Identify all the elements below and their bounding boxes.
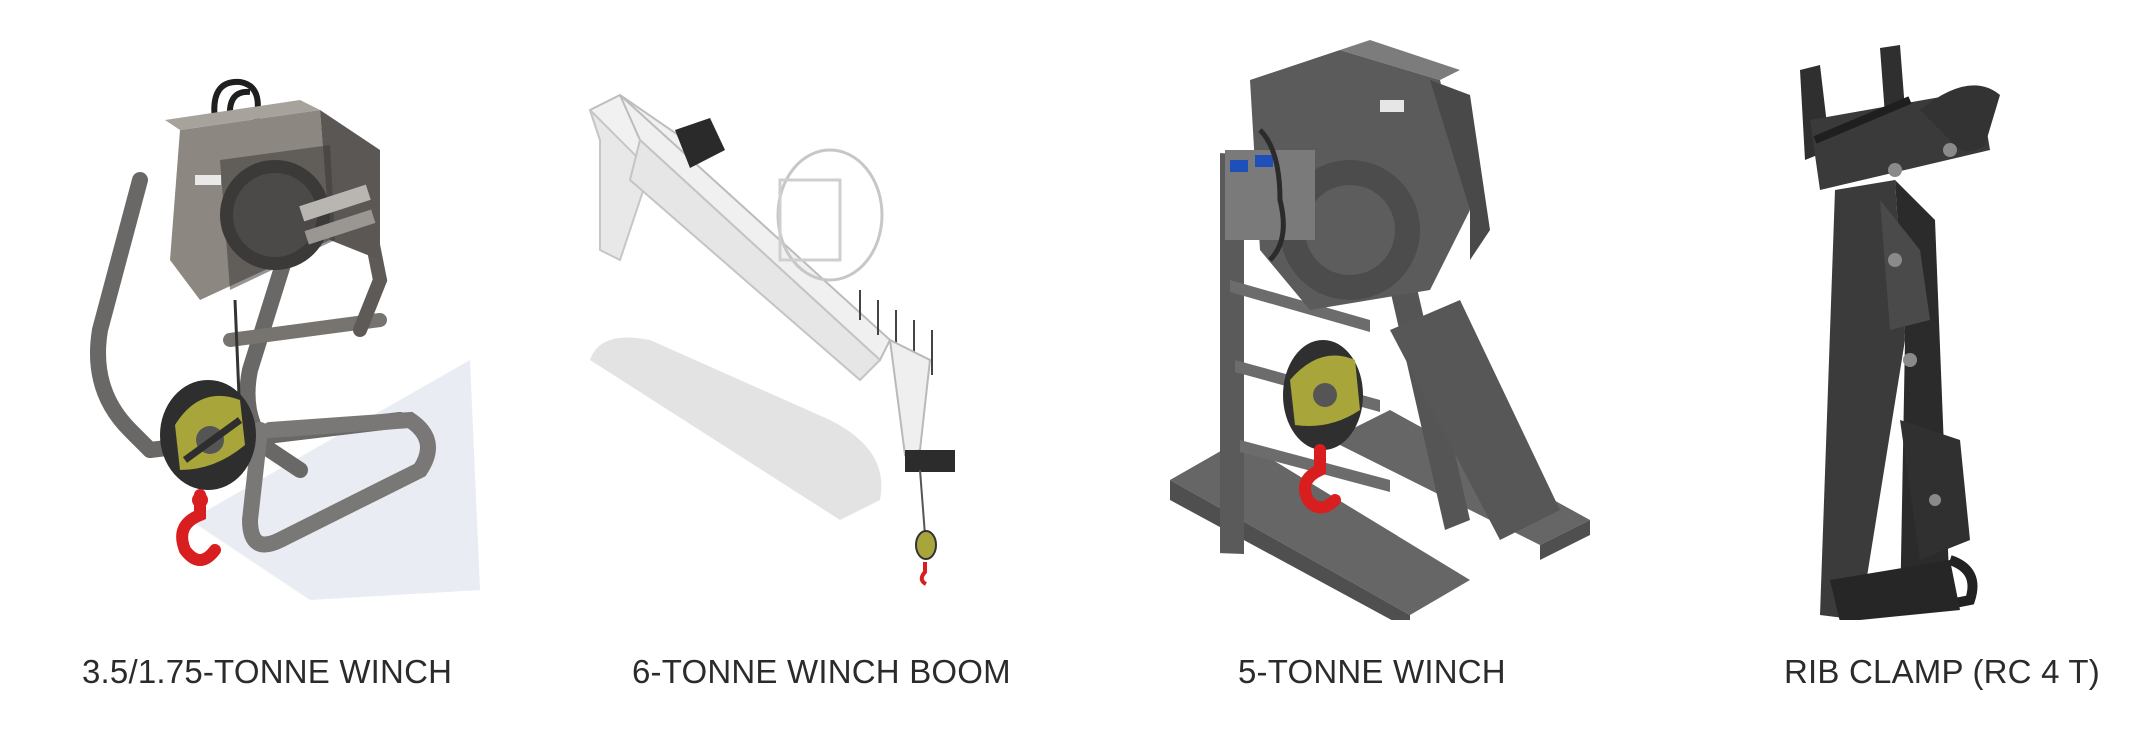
product-card-winch-5[interactable]: 5-TONNE WINCH [1130, 0, 1650, 734]
product-card-winch-3-5[interactable]: 3.5/1.75-TONNE WINCH [0, 0, 520, 734]
product-caption: 6-TONNE WINCH BOOM [632, 653, 1011, 690]
product-caption: RIB CLAMP (RC 4 T) [1784, 653, 2100, 690]
winch-boom-illustration [588, 93, 955, 586]
winch-stand-illustration [1170, 40, 1590, 620]
rib-clamp-illustration [1800, 45, 2000, 620]
product-card-rib-clamp[interactable]: RIB CLAMP (RC 4 T) [1720, 0, 2135, 734]
product-card-winch-boom-6[interactable]: 6-TONNE WINCH BOOM [560, 0, 1080, 734]
product-caption: 5-TONNE WINCH [1238, 653, 1506, 690]
winch-frame-illustration [90, 78, 480, 600]
product-caption: 3.5/1.75-TONNE WINCH [82, 653, 453, 690]
